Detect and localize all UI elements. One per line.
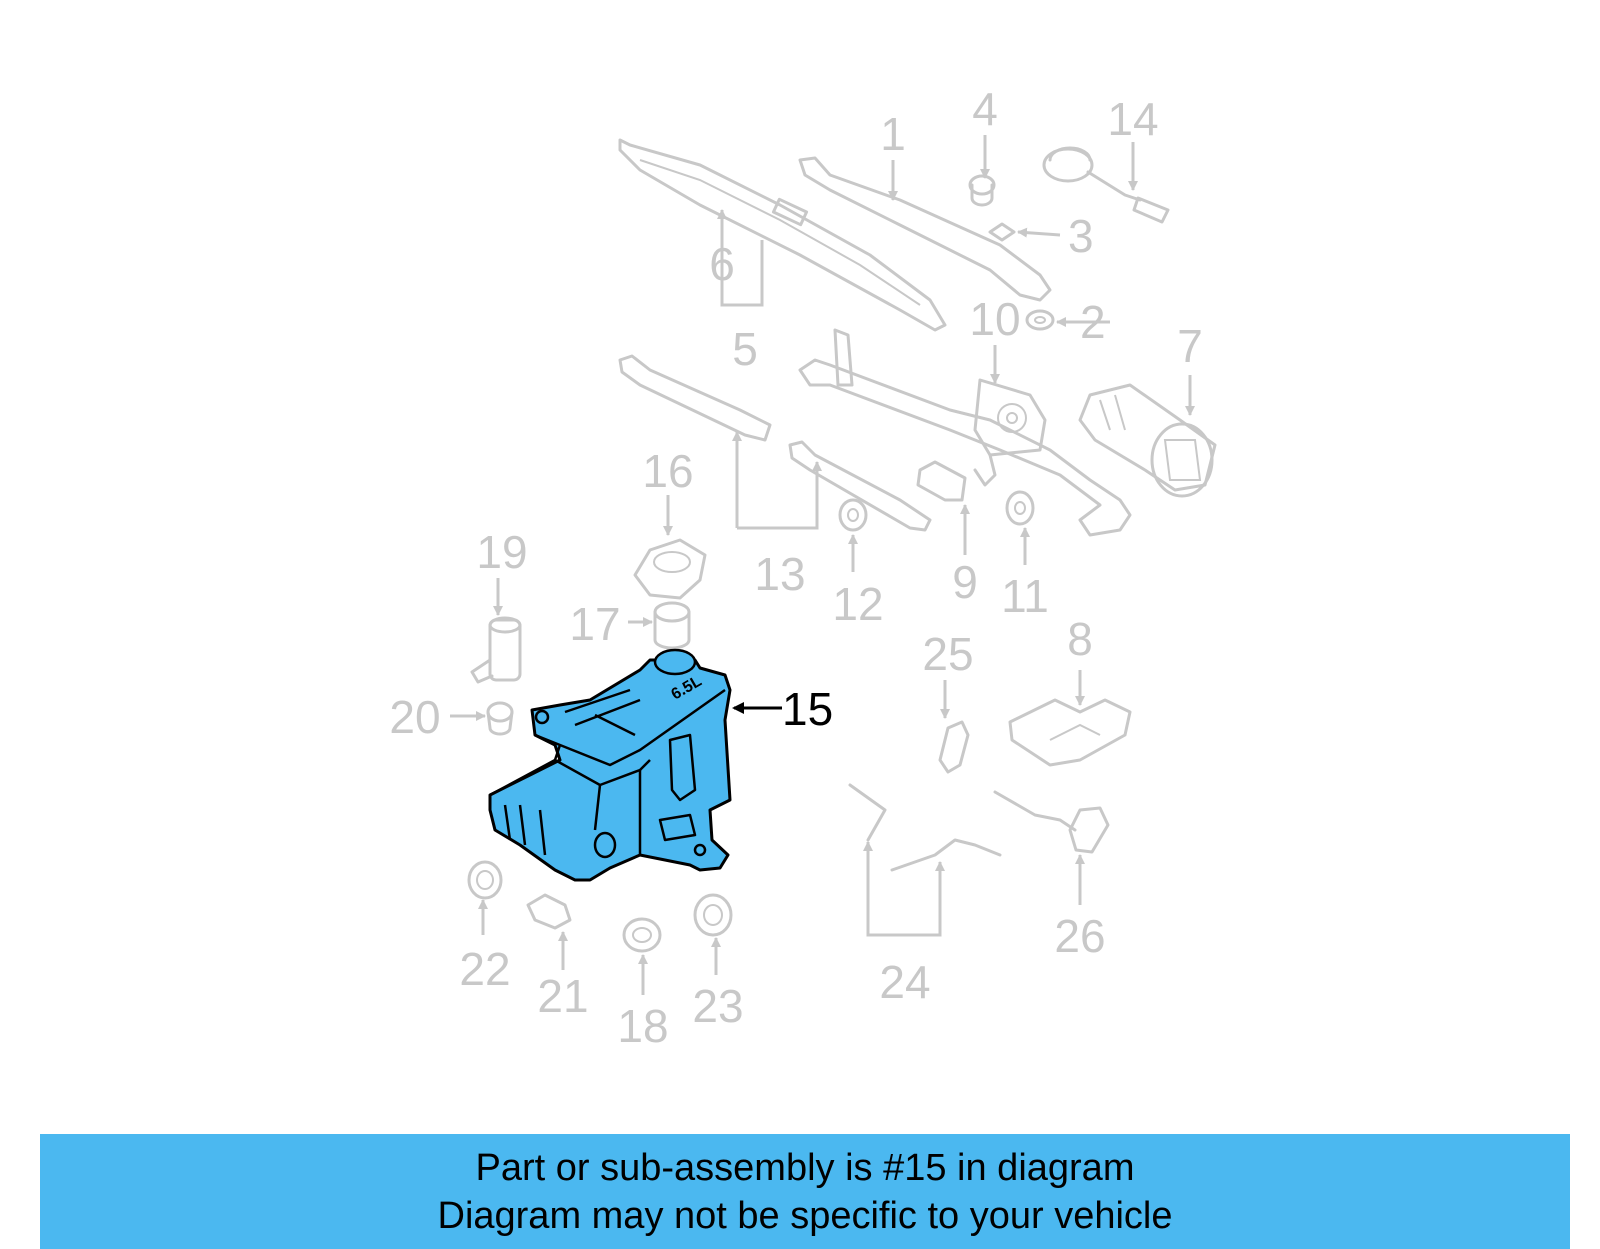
callout-19: 19 bbox=[476, 526, 527, 578]
washer-part-2 bbox=[1025, 309, 1055, 331]
grommet-part-20 bbox=[486, 701, 514, 736]
callout-15: 15 bbox=[782, 683, 833, 735]
callout-11: 11 bbox=[1001, 570, 1049, 622]
callout-3: 3 bbox=[1068, 210, 1094, 262]
callout-24: 24 bbox=[879, 956, 930, 1008]
callout-26: 26 bbox=[1054, 910, 1105, 962]
callout-18: 18 bbox=[617, 1000, 668, 1052]
grommet-part-11 bbox=[1005, 490, 1035, 526]
callout-4: 4 bbox=[972, 83, 998, 135]
washer-hose bbox=[848, 783, 1002, 872]
callout-5: 5 bbox=[732, 323, 758, 375]
grommet-part-23 bbox=[693, 893, 733, 937]
callout-23: 23 bbox=[692, 980, 743, 1032]
callout-16: 16 bbox=[642, 445, 693, 497]
callout-2: 2 bbox=[1080, 296, 1106, 348]
grommet-part-18 bbox=[622, 917, 662, 953]
banner-line-2: Diagram may not be specific to your vehi… bbox=[437, 1195, 1173, 1237]
nut-part bbox=[968, 174, 996, 207]
callout-9: 9 bbox=[952, 556, 978, 608]
level-sensor bbox=[526, 893, 572, 930]
wiper-arm-13a bbox=[618, 354, 772, 442]
callout-20: 20 bbox=[389, 691, 440, 743]
grommet-part-12 bbox=[838, 498, 868, 532]
callout-6: 6 bbox=[709, 238, 735, 290]
filler-neck bbox=[653, 601, 691, 650]
callout-1: 1 bbox=[880, 108, 906, 160]
cap-with-wire bbox=[1042, 146, 1170, 224]
callout-7: 7 bbox=[1177, 320, 1203, 372]
callout-17: 17 bbox=[569, 598, 620, 650]
wiper-arm-13b bbox=[788, 440, 932, 532]
wiper-arm bbox=[798, 156, 1052, 302]
callout-10: 10 bbox=[969, 293, 1020, 345]
bracket-part-8 bbox=[1008, 698, 1132, 767]
callout-13: 13 bbox=[754, 548, 805, 600]
washer-pump bbox=[470, 616, 522, 684]
wiper-linkage bbox=[798, 328, 1132, 537]
callout-numbers: 1 2 3 4 5 6 7 8 9 10 11 12 13 14 15 16 1… bbox=[389, 83, 1202, 1052]
bracket-part-9 bbox=[916, 460, 967, 502]
callout-22: 22 bbox=[459, 943, 510, 995]
callout-12: 12 bbox=[832, 578, 883, 630]
washer-reservoir-highlighted[interactable]: 6.5L bbox=[488, 648, 732, 882]
grommet-part-22 bbox=[467, 860, 503, 900]
banner-line-1: Part or sub-assembly is #15 in diagram bbox=[475, 1147, 1135, 1189]
callout-14: 14 bbox=[1107, 93, 1158, 145]
washer-part-3 bbox=[988, 222, 1016, 242]
callout-25: 25 bbox=[922, 628, 973, 680]
filler-cap bbox=[633, 538, 707, 600]
washer-nozzle bbox=[938, 720, 970, 774]
wiper-motor bbox=[1078, 383, 1217, 498]
info-banner: Part or sub-assembly is #15 in diagram D… bbox=[40, 1134, 1570, 1249]
callout-21: 21 bbox=[537, 970, 588, 1022]
leader-lines bbox=[450, 135, 1195, 995]
callout-8: 8 bbox=[1067, 613, 1093, 665]
wiper-blade bbox=[618, 138, 947, 332]
nozzle-with-hose bbox=[993, 790, 1110, 854]
